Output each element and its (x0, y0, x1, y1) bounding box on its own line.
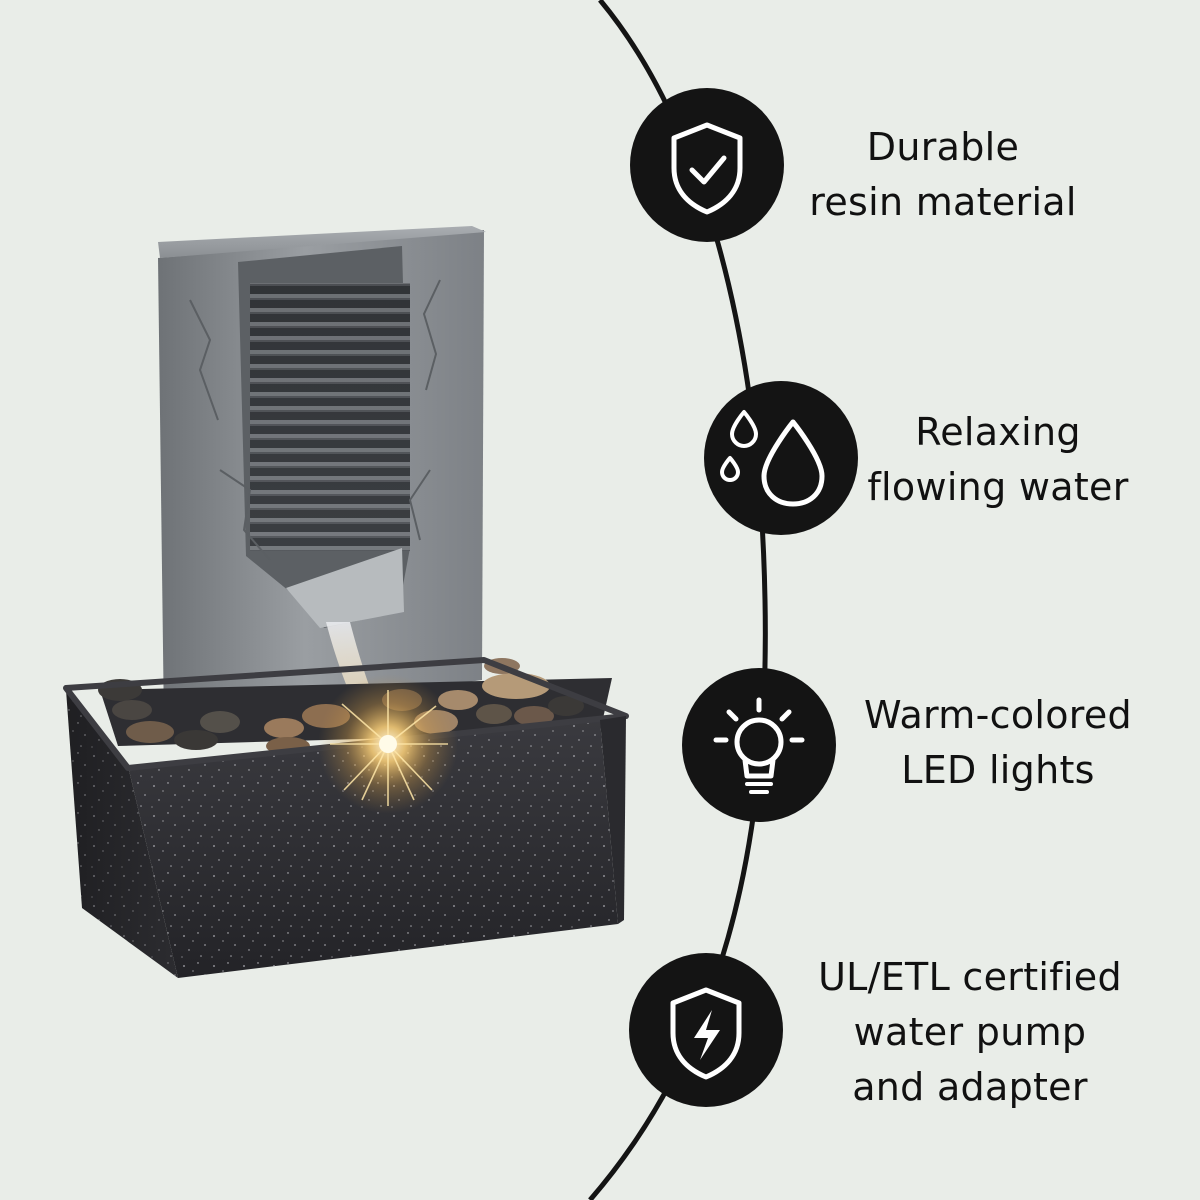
feature-line: Durable (866, 125, 1020, 169)
water-drops-icon (704, 381, 858, 535)
shield-lightning-icon (629, 953, 783, 1107)
feature-water-text: Relaxing flowing water (858, 405, 1138, 515)
feature-led-text: Warm-colored LED lights (853, 688, 1143, 798)
feature-line: flowing water (867, 465, 1129, 509)
feature-line: Relaxing (915, 410, 1081, 454)
feature-line: water pump (853, 1010, 1087, 1054)
led-light-rays (330, 690, 448, 806)
feature-line: and adapter (852, 1065, 1088, 1109)
feature-durable-text: Durable resin material (803, 120, 1083, 230)
feature-certified-text: UL/ETL certified water pump and adapter (800, 950, 1140, 1115)
light-bulb-icon (682, 668, 836, 822)
feature-line: resin material (809, 180, 1077, 224)
fountain-image (63, 226, 629, 978)
shield-check-icon (630, 88, 784, 242)
feature-line: LED lights (901, 748, 1095, 792)
feature-line: Warm-colored (864, 693, 1132, 737)
feature-line: UL/ETL certified (818, 955, 1122, 999)
